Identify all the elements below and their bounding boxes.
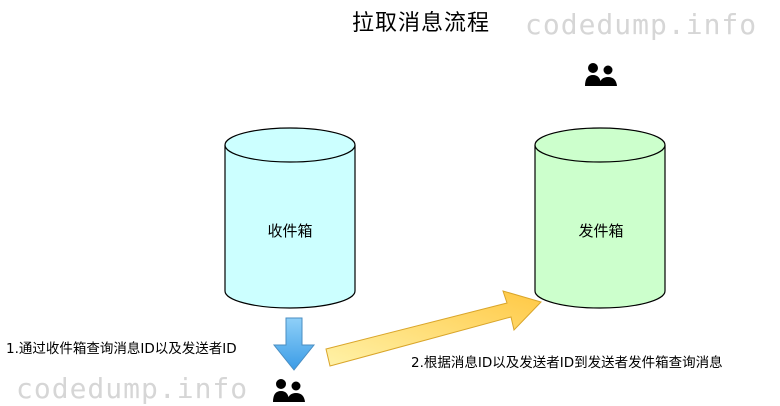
watermark-bottom: codedump.info xyxy=(16,372,249,405)
diagonal-arrow xyxy=(325,290,542,367)
step2-label: 2.根据消息ID以及发送者ID到发送者发件箱查询消息 xyxy=(411,355,723,371)
outbox-cylinder xyxy=(534,127,666,309)
inbox-cylinder xyxy=(224,127,356,309)
inbox-label: 收件箱 xyxy=(267,222,313,240)
diagram-title: 拉取消息流程 xyxy=(352,11,491,36)
users-icon-bottom xyxy=(273,379,305,402)
down-arrow xyxy=(272,317,316,371)
watermark-top: codedump.info xyxy=(525,8,758,41)
outbox-label: 发件箱 xyxy=(578,222,624,240)
users-icon-top xyxy=(585,63,617,86)
step1-label: 1.通过收件箱查询消息ID以及发送者ID xyxy=(6,341,237,357)
